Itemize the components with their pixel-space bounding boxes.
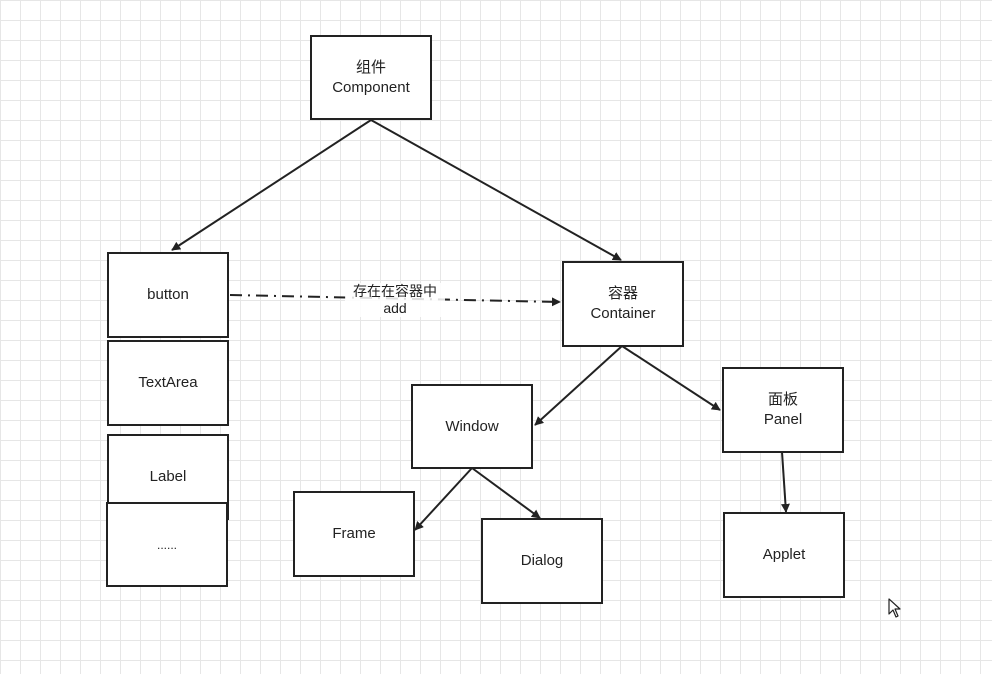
node-component-zh: 组件: [355, 58, 386, 76]
node-ellipsis[interactable]: ......: [106, 502, 228, 587]
node-panel[interactable]: 面板 Panel: [722, 367, 844, 453]
node-dialog[interactable]: Dialog: [481, 518, 603, 604]
node-frame-label: Frame: [332, 525, 376, 542]
node-container-en: Container: [590, 305, 656, 322]
edge-label-en: add: [383, 300, 407, 316]
node-window-label: Window: [445, 417, 499, 435]
edge-label-zh: 存在在容器中: [353, 283, 437, 299]
node-container[interactable]: 容器 Container: [562, 261, 684, 347]
node-label-label: Label: [149, 468, 187, 485]
node-ellipsis-label: ......: [156, 537, 177, 552]
edge-panel-applet: [780, 451, 790, 513]
node-window[interactable]: Window: [411, 384, 533, 469]
node-textarea-label: TextArea: [138, 374, 198, 391]
node-button[interactable]: button: [107, 252, 229, 338]
edge-container-panel: [621, 345, 721, 411]
node-container-zh: 容器: [607, 285, 638, 302]
node-applet[interactable]: Applet: [723, 512, 845, 598]
node-applet-label: Applet: [762, 546, 806, 563]
edge-container-window: [534, 345, 623, 426]
edge-window-dialog: [471, 467, 541, 519]
node-frame[interactable]: Frame: [293, 491, 415, 577]
edge-component-button: [171, 119, 372, 251]
node-dialog-label: Dialog: [520, 552, 564, 569]
mouse-pointer-icon: [888, 598, 901, 618]
node-component-en: Component: [332, 78, 410, 96]
node-textarea[interactable]: TextArea: [107, 340, 229, 426]
node-panel-zh: 面板: [767, 391, 798, 408]
edge-label-add: 存在在容器中 add: [345, 283, 445, 317]
node-panel-en: Panel: [763, 411, 803, 428]
node-button-label: button: [147, 286, 189, 303]
node-component[interactable]: 组件 Component: [310, 35, 432, 120]
edge-component-container: [370, 119, 622, 261]
edge-window-frame: [414, 467, 473, 531]
